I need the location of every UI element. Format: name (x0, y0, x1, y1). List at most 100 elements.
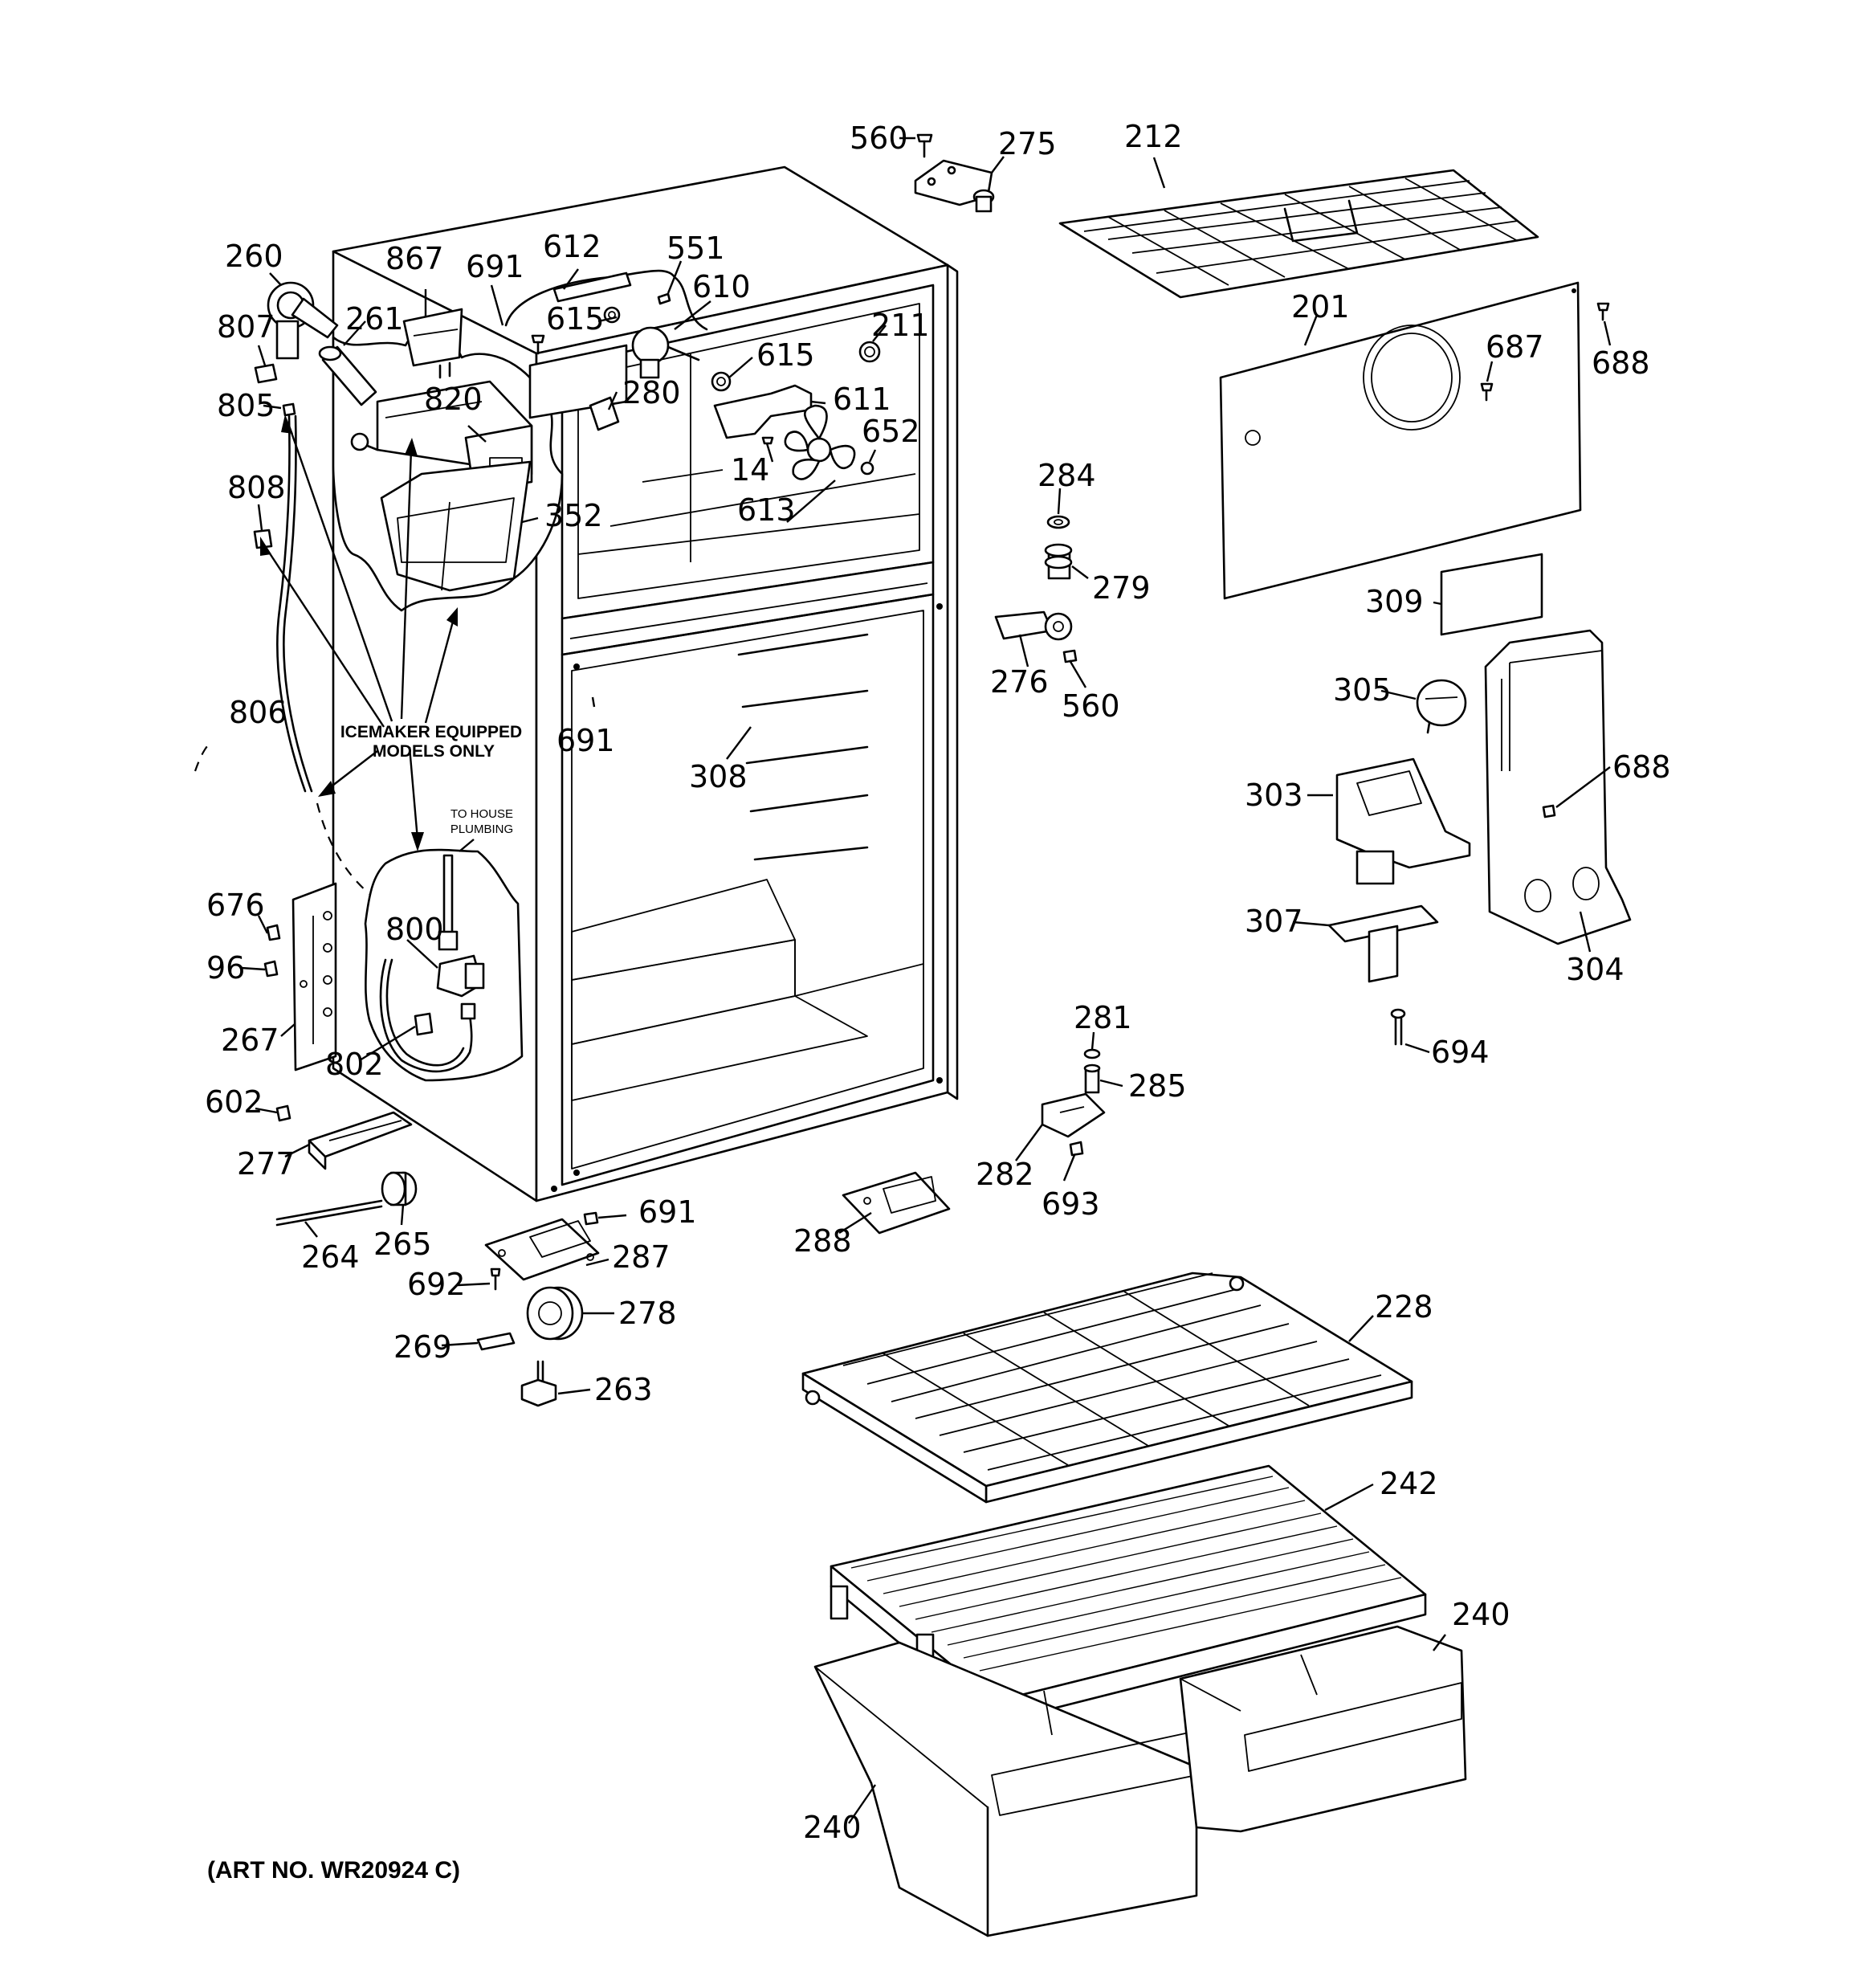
leveling-leg-263 (520, 1360, 557, 1407)
part-label-281: 281 (1074, 1000, 1132, 1035)
part-label-279: 279 (1092, 570, 1151, 606)
part-label-285: 285 (1128, 1068, 1187, 1104)
screw-560-top (916, 133, 933, 158)
part-label-691-bottom: 691 (638, 1194, 697, 1230)
part-label-867: 867 (385, 241, 444, 276)
capillary-tube-612 (504, 269, 708, 331)
part-label-278: 278 (618, 1296, 677, 1331)
part-label-652: 652 (862, 414, 920, 449)
water-valve-260 (267, 281, 339, 360)
icemaker-note-line2: MODELS ONLY (373, 742, 495, 761)
part-label-304: 304 (1566, 952, 1625, 987)
screw-14 (761, 436, 774, 445)
part-label-269: 269 (393, 1329, 452, 1365)
part-label-611: 611 (833, 382, 891, 417)
screw-551 (657, 292, 671, 305)
part-label-676: 676 (206, 888, 265, 923)
part-label-693: 693 (1042, 1186, 1100, 1222)
wheel-278 (526, 1286, 584, 1341)
label-card (1440, 553, 1543, 636)
screw-688-top (1596, 302, 1610, 321)
part-label-284: 284 (1037, 458, 1096, 493)
part-label-808: 808 (227, 470, 286, 505)
part-label-211: 211 (871, 308, 930, 343)
freezer-shelf (1058, 169, 1539, 299)
part-label-307: 307 (1245, 904, 1303, 939)
ice-bucket-352 (380, 460, 532, 592)
part-label-212: 212 (1124, 119, 1183, 154)
part-label-288: 288 (793, 1223, 852, 1259)
fill-cup-867 (402, 308, 463, 379)
hinge-276 (994, 610, 1073, 641)
screw-687 (1480, 382, 1494, 402)
bracket-287 (484, 1218, 600, 1281)
part-label-263: 263 (594, 1372, 653, 1407)
crisper-drawer-left (813, 1641, 1198, 1937)
connector-805 (282, 402, 296, 417)
part-label-276: 276 (990, 664, 1049, 700)
part-label-687: 687 (1486, 329, 1544, 365)
part-label-688-top: 688 (1592, 345, 1650, 381)
crisper-drawer-right (1179, 1625, 1467, 1833)
dashed-link-line (194, 742, 211, 772)
knob-305 (1416, 679, 1467, 734)
part-label-14: 14 (731, 452, 769, 488)
screw-694 (1390, 1008, 1406, 1046)
evaporator-cover (1219, 281, 1582, 600)
bracket-288 (842, 1171, 951, 1235)
part-label-820: 820 (424, 382, 483, 417)
part-label-602: 602 (205, 1084, 263, 1120)
part-label-264: 264 (301, 1239, 360, 1275)
part-label-280: 280 (622, 375, 681, 410)
clip-808 (253, 529, 273, 549)
grommet-211 (858, 341, 881, 363)
part-label-691: 691 (466, 249, 524, 284)
screw-691-top (531, 334, 545, 355)
part-label-691-middle: 691 (556, 723, 615, 758)
screw-688-bottom (1542, 804, 1556, 818)
part-label-692: 692 (407, 1267, 466, 1302)
part-label-303: 303 (1245, 778, 1303, 813)
part-label-240-left: 240 (803, 1810, 862, 1845)
part-label-551: 551 (667, 231, 725, 266)
chute-303 (1335, 757, 1471, 885)
leader-lines (240, 137, 1612, 1824)
axle-264 (275, 1199, 383, 1227)
part-label-805: 805 (217, 388, 275, 423)
part-label-694: 694 (1431, 1035, 1490, 1070)
part-label-309: 309 (1365, 584, 1424, 619)
art-number: (ART NO. WR20924 C) (207, 1857, 460, 1884)
grommet-615-right (711, 371, 732, 392)
plumbing-note-line1: TO HOUSE (450, 807, 513, 821)
part-label-802: 802 (325, 1047, 384, 1082)
part-label-261: 261 (345, 301, 404, 337)
part-label-275: 275 (998, 126, 1057, 161)
plumbing-note-line2: PLUMBING (450, 823, 513, 836)
plumbing-cutaway (364, 839, 524, 1082)
part-label-615-left: 615 (546, 301, 605, 337)
part-label-308: 308 (689, 759, 748, 794)
duct-304 (1484, 629, 1632, 945)
part-label-260: 260 (225, 239, 283, 274)
screw-676 (266, 924, 281, 941)
fresh-food-shelf (801, 1272, 1413, 1504)
washer-284 (1046, 515, 1070, 529)
part-label-613: 613 (737, 492, 796, 528)
clip-807 (254, 363, 278, 384)
pin-279 (1044, 543, 1073, 580)
part-label-615-right: 615 (756, 337, 815, 373)
part-label-560: 560 (850, 120, 908, 156)
icemaker-note-arrows (260, 414, 458, 851)
screw-691-bottom (583, 1211, 599, 1226)
part-label-201: 201 (1291, 289, 1350, 325)
part-label-265: 265 (373, 1227, 432, 1262)
fan-blade-613 (784, 404, 856, 480)
part-label-688-bottom: 688 (1612, 749, 1671, 785)
screw-602 (275, 1104, 291, 1122)
part-label-282: 282 (976, 1157, 1034, 1192)
thermostat-610 (631, 326, 700, 379)
part-label-267: 267 (221, 1023, 279, 1058)
screw-652 (860, 461, 874, 476)
